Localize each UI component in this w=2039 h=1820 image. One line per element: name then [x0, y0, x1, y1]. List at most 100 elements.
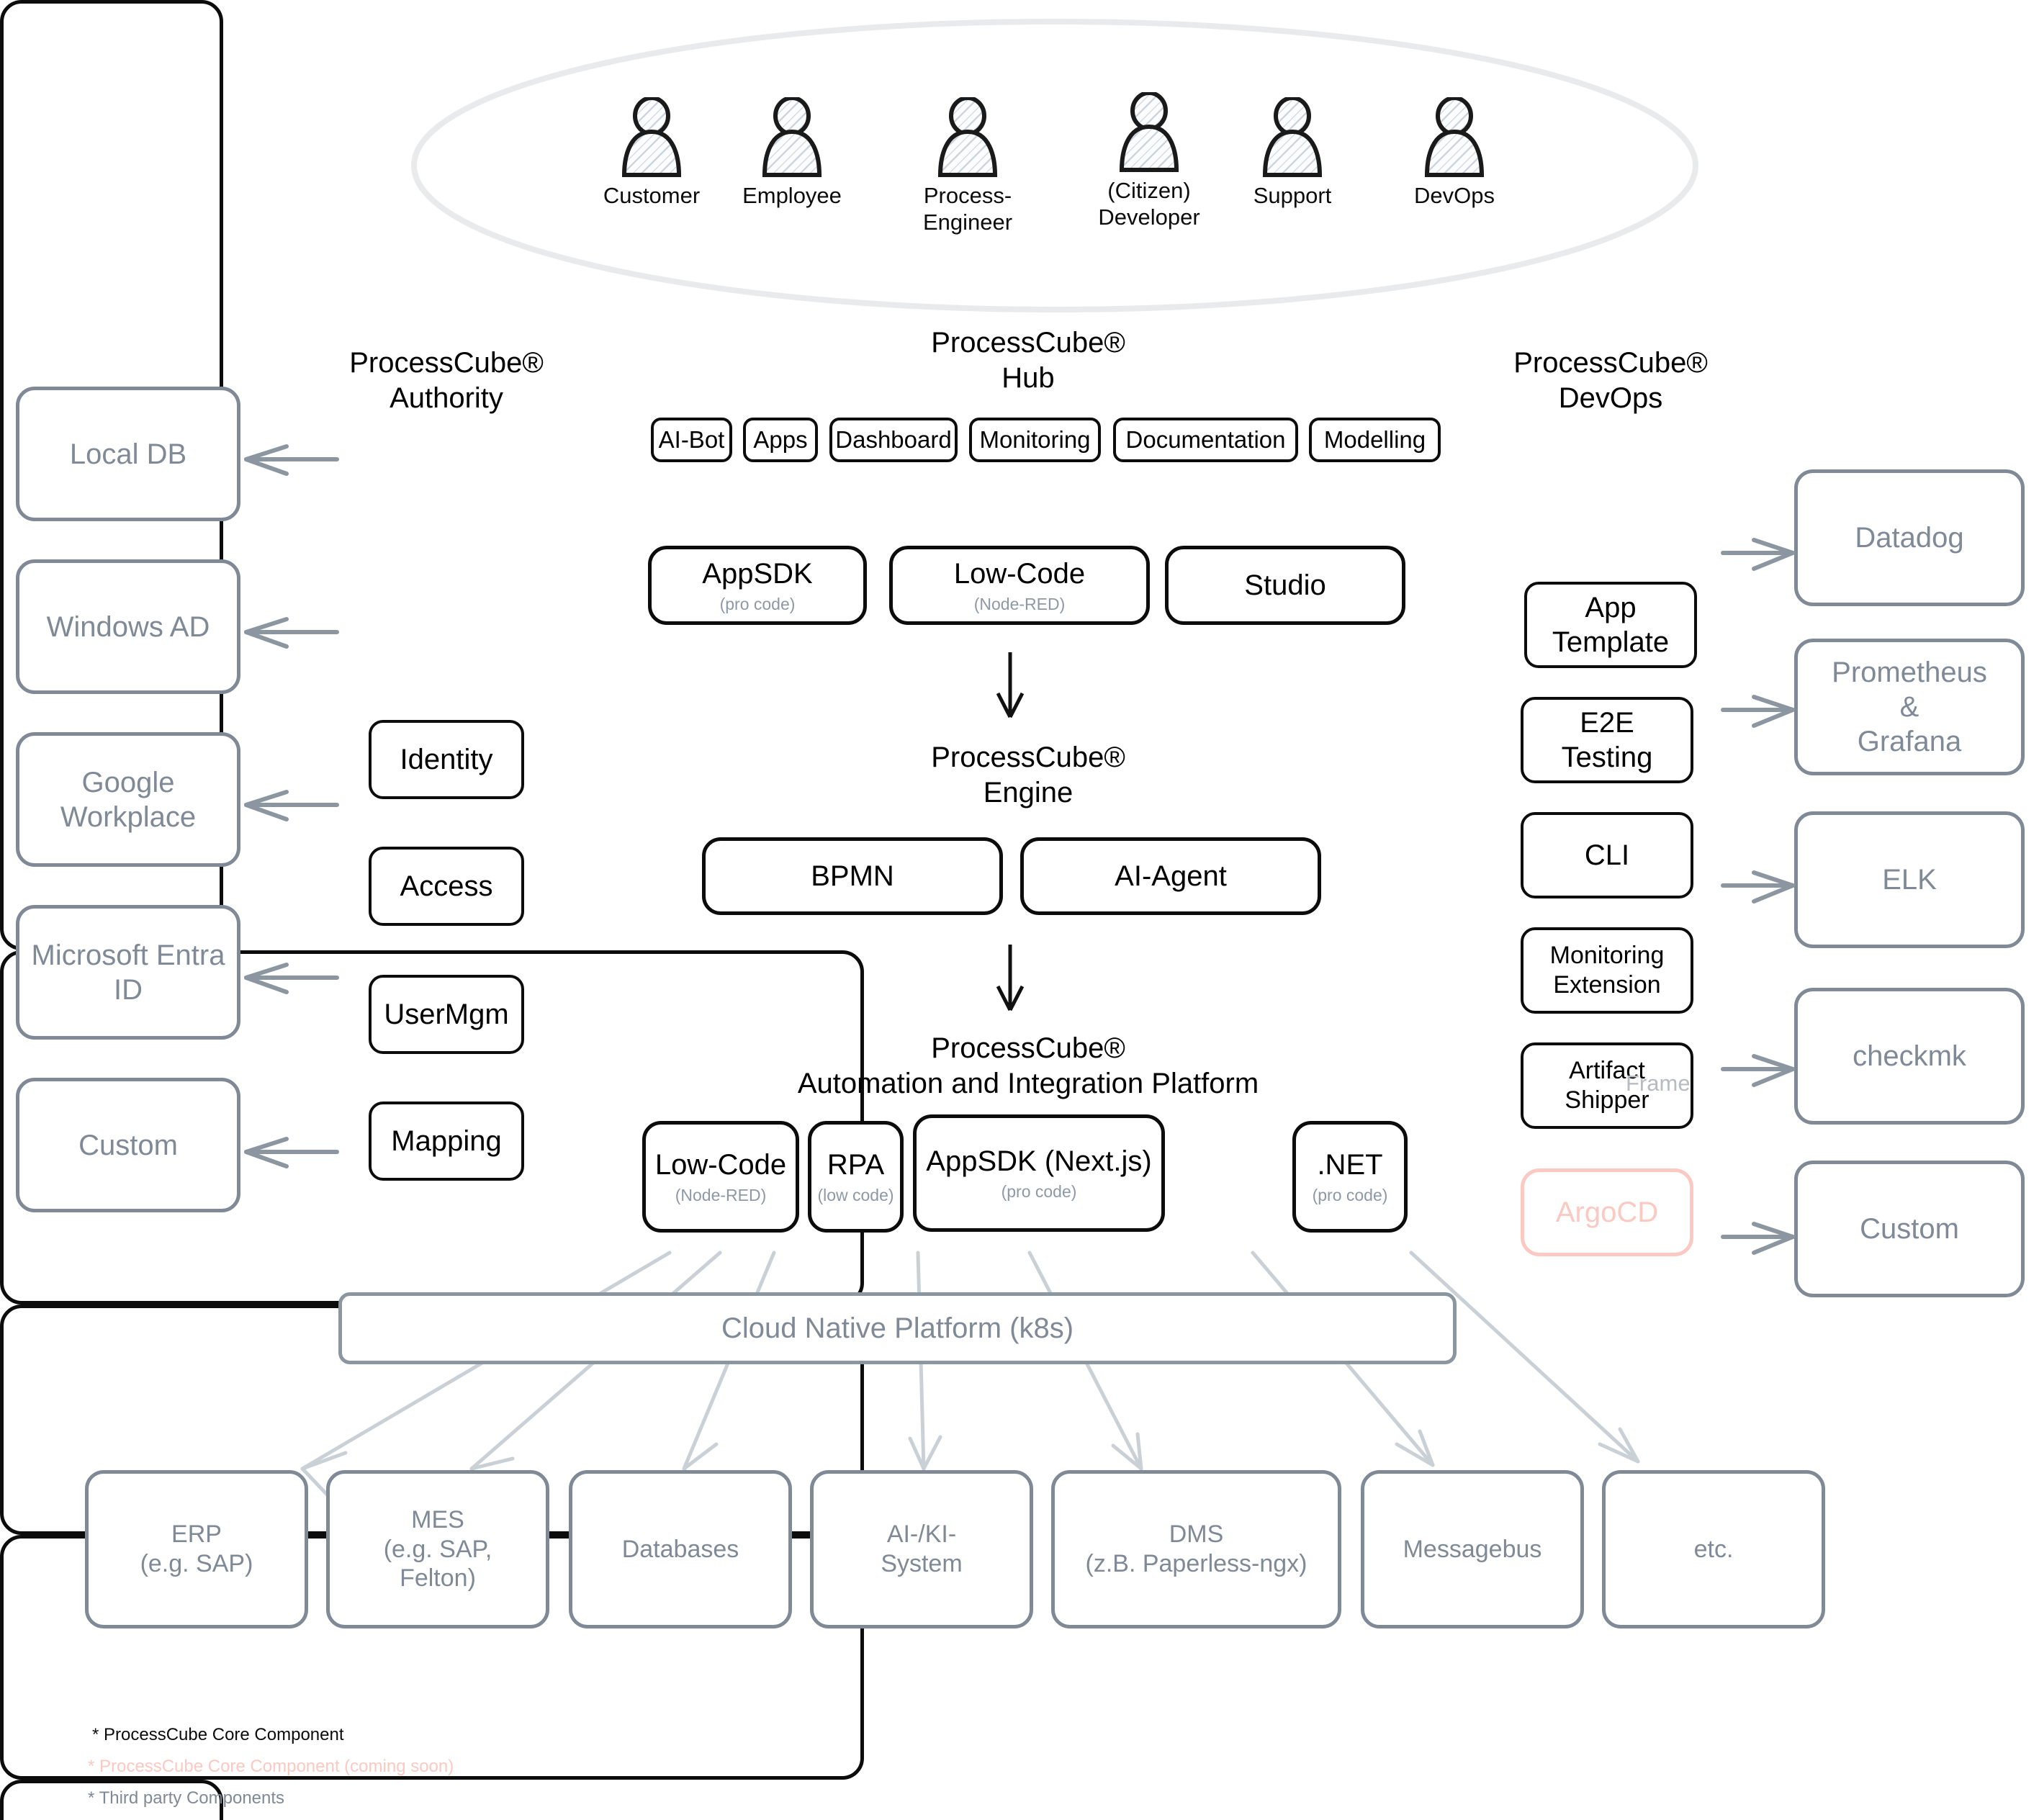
actor-citizen-developer: (Citizen) Developer	[1084, 92, 1214, 230]
idp-windows-ad[interactable]: Windows AD	[16, 559, 240, 694]
external-system-etc[interactable]: etc.	[1602, 1470, 1825, 1628]
hub-chip-apps[interactable]: Apps	[743, 418, 818, 462]
system-label: MES (e.g. SAP, Felton)	[383, 1505, 492, 1592]
engine-title: ProcessCube® Engine	[931, 742, 1125, 808]
hub-chip-modelling[interactable]: Modelling	[1309, 418, 1441, 462]
idp-label: Google Workplace	[60, 766, 197, 833]
chip-label: Dashboard	[835, 426, 952, 453]
platform-component-dotnet[interactable]: .NET (pro code)	[1292, 1121, 1408, 1233]
component-label: Monitoring Extension	[1549, 942, 1665, 999]
actor-label: Process-Engineer	[922, 183, 1013, 235]
idp-custom[interactable]: Custom	[16, 1078, 240, 1212]
hub-chip-dashboard[interactable]: Dashboard	[829, 418, 958, 462]
idp-label: Microsoft Entra ID	[31, 939, 225, 1006]
component-sublabel: (Node-RED)	[675, 1186, 767, 1205]
chip-label: Apps	[753, 426, 808, 453]
authority-component-mapping[interactable]: Mapping	[369, 1102, 524, 1181]
devops-title: ProcessCube® DevOps	[1513, 347, 1708, 414]
person-icon	[1424, 97, 1485, 177]
actor-label: DevOps	[1414, 183, 1495, 208]
cloud-native-platform-bar: Cloud Native Platform (k8s)	[338, 1292, 1457, 1364]
legend-coming-soon: * ProcessCube Core Component (coming soo…	[88, 1757, 454, 1776]
person-icon	[1262, 97, 1323, 177]
actor-label: Support	[1253, 183, 1332, 208]
observability-datadog[interactable]: Datadog	[1794, 469, 2025, 606]
person-icon	[762, 97, 822, 177]
tool-label: Studio	[1244, 569, 1326, 601]
engine-component-ai-agent[interactable]: AI-Agent	[1020, 837, 1321, 915]
component-label: AppSDK (Next.js)	[926, 1145, 1152, 1178]
component-label: Mapping	[391, 1125, 502, 1157]
person-icon	[621, 97, 682, 177]
processcube-devops-container	[0, 1780, 223, 1820]
external-system-databases[interactable]: Databases	[569, 1470, 792, 1628]
frame-artifact-text: Frame	[1626, 1071, 1691, 1096]
external-system-mes[interactable]: MES (e.g. SAP, Felton)	[326, 1470, 549, 1628]
system-label: etc.	[1693, 1535, 1734, 1563]
idp-local-db[interactable]: Local DB	[16, 387, 240, 521]
system-label: Databases	[621, 1535, 739, 1563]
platform-component-low-code[interactable]: Low-Code (Node-RED)	[642, 1121, 799, 1233]
authority-component-identity[interactable]: Identity	[369, 720, 524, 799]
actors-ellipse	[411, 19, 1698, 312]
engine-component-bpmn[interactable]: BPMN	[702, 837, 1003, 915]
observability-prometheus-grafana[interactable]: Prometheus & Grafana	[1794, 639, 2025, 775]
authority-component-usermgm[interactable]: UserMgm	[369, 975, 524, 1054]
authority-title: ProcessCube® Authority	[349, 347, 544, 414]
cloud-native-platform-label: Cloud Native Platform (k8s)	[721, 1312, 1074, 1344]
hub-chip-ai-bot[interactable]: AI-Bot	[651, 418, 732, 462]
devops-component-e2e-testing[interactable]: E2E Testing	[1521, 697, 1693, 783]
hub-tool-low-code[interactable]: Low-Code (Node-RED)	[889, 546, 1150, 625]
target-label: checkmk	[1853, 1040, 1966, 1072]
component-sublabel: (low code)	[817, 1186, 894, 1205]
target-label: Custom	[1860, 1213, 1959, 1245]
idp-google-workplace[interactable]: Google Workplace	[16, 732, 240, 867]
chip-label: Modelling	[1323, 426, 1426, 453]
observability-checkmk[interactable]: checkmk	[1794, 988, 2025, 1125]
actor-support: Support	[1228, 97, 1357, 210]
tool-sublabel: (Node-RED)	[973, 594, 1066, 613]
external-system-dms[interactable]: DMS (z.B. Paperless-ngx)	[1051, 1470, 1341, 1628]
idp-microsoft-entra-id[interactable]: Microsoft Entra ID	[16, 905, 240, 1040]
devops-component-monitoring-extension[interactable]: Monitoring Extension	[1521, 927, 1693, 1014]
idp-label: Local DB	[69, 438, 187, 470]
external-system-messagebus[interactable]: Messagebus	[1361, 1470, 1584, 1628]
platform-title: ProcessCube® Automation and Integration …	[797, 1032, 1259, 1099]
hub-tool-appsdk[interactable]: AppSDK (pro code)	[648, 546, 867, 625]
observability-custom[interactable]: Custom	[1794, 1161, 2025, 1297]
component-label: UserMgm	[384, 999, 509, 1030]
hub-chip-monitoring[interactable]: Monitoring	[969, 418, 1101, 462]
component-label: Low-Code	[654, 1149, 787, 1181]
component-label: Access	[400, 870, 493, 902]
devops-component-app-template[interactable]: App Template	[1524, 582, 1697, 668]
component-label: ArgoCD	[1555, 1197, 1659, 1228]
component-label: AI-Agent	[1115, 860, 1227, 892]
authority-component-access[interactable]: Access	[369, 847, 524, 926]
observability-elk[interactable]: ELK	[1794, 811, 2025, 948]
target-label: ELK	[1882, 864, 1937, 896]
target-label: Datadog	[1855, 522, 1964, 554]
actor-devops: DevOps	[1390, 97, 1519, 210]
external-system-erp[interactable]: ERP (e.g. SAP)	[85, 1470, 308, 1628]
devops-component-artifact-shipper[interactable]: Artifact Shipper	[1521, 1042, 1693, 1129]
idp-label: Windows AD	[46, 611, 210, 643]
hub-tool-studio[interactable]: Studio	[1165, 546, 1405, 625]
platform-component-appsdk-nextjs[interactable]: AppSDK (Next.js) (pro code)	[913, 1114, 1165, 1232]
component-label: .NET	[1317, 1149, 1383, 1181]
platform-component-rpa[interactable]: RPA (low code)	[808, 1121, 904, 1233]
component-sublabel: (pro code)	[1312, 1186, 1388, 1205]
actor-label: (Citizen) Developer	[1098, 178, 1200, 230]
legend-third-party: * Third party Components	[88, 1788, 285, 1808]
chip-label: AI-Bot	[658, 426, 725, 453]
actor-employee: Employee	[727, 97, 857, 210]
external-system-ai-ki[interactable]: AI-/KI- System	[810, 1470, 1033, 1628]
devops-component-argocd[interactable]: ArgoCD	[1521, 1168, 1693, 1256]
actor-label: Customer	[603, 183, 701, 208]
component-label: BPMN	[811, 860, 894, 892]
tool-label: Low-Code	[953, 557, 1086, 590]
hub-chip-documentation[interactable]: Documentation	[1113, 418, 1298, 462]
devops-component-cli[interactable]: CLI	[1521, 812, 1693, 898]
chip-label: Documentation	[1125, 426, 1286, 453]
actor-label: Employee	[742, 183, 842, 208]
